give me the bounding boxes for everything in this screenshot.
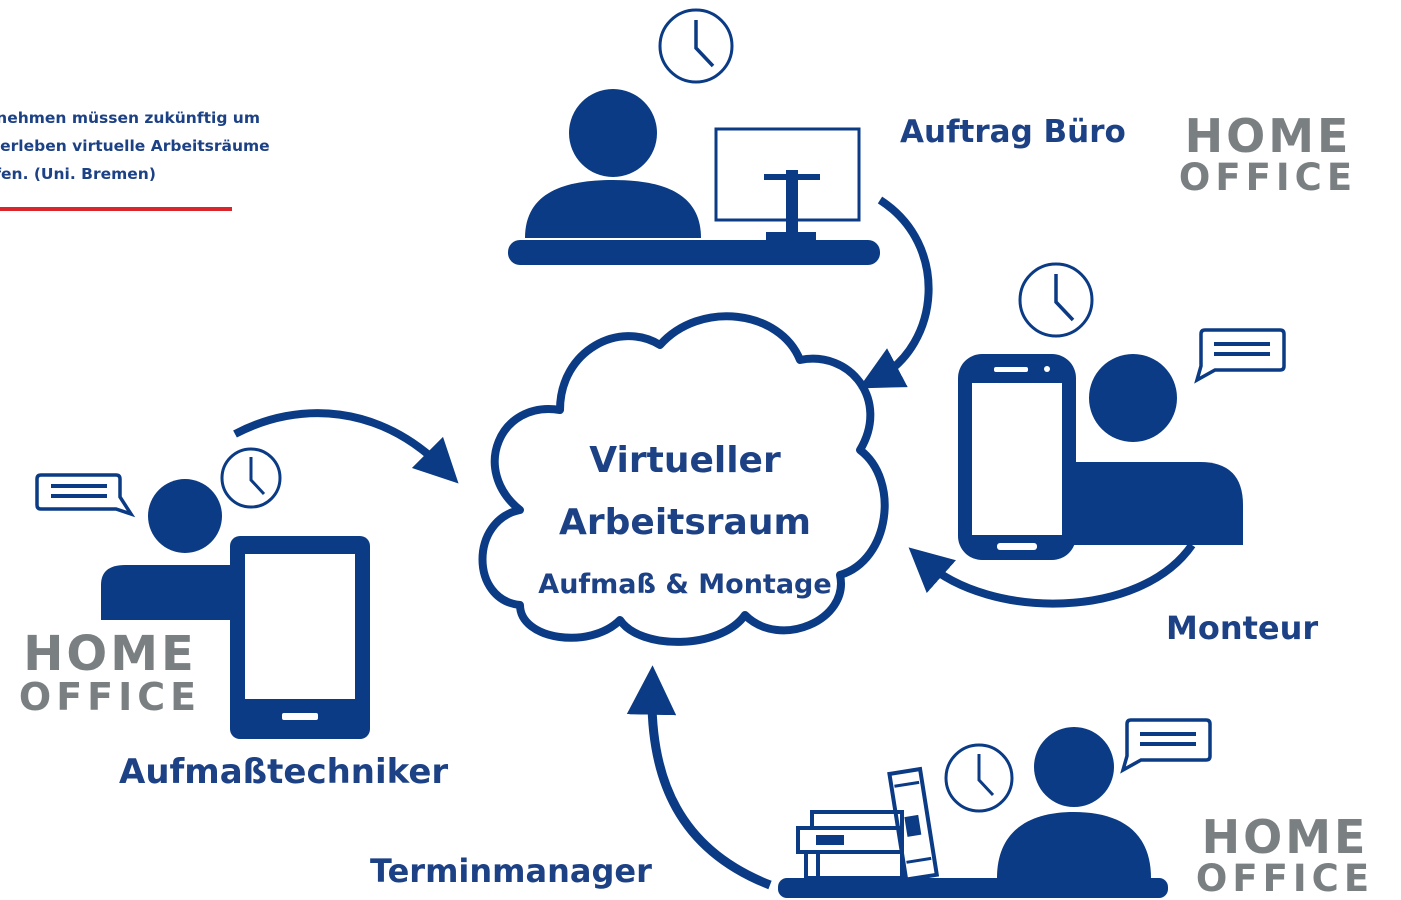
home-office-line1: HOME bbox=[1201, 810, 1369, 864]
home-office-line2: OFFICE bbox=[1178, 156, 1358, 199]
arrow-scheduler-to-cloud bbox=[626, 665, 772, 890]
label-surveyor: Aufmaßtechniker bbox=[119, 752, 449, 792]
home-office-badge: HOME OFFICE bbox=[1163, 113, 1373, 196]
arrow-surveyor-to-cloud bbox=[233, 409, 459, 484]
chat-bubble-icon bbox=[1120, 718, 1212, 774]
home-office-badge: HOME OFFICE bbox=[0, 630, 220, 716]
home-office-line1: HOME bbox=[23, 626, 197, 682]
cloud-subtitle: Aufmaß & Montage bbox=[538, 569, 832, 600]
home-office-line2: OFFICE bbox=[18, 675, 202, 719]
clock-icon bbox=[1018, 262, 1094, 338]
home-office-line2: OFFICE bbox=[1195, 857, 1375, 900]
clock-icon bbox=[658, 8, 734, 84]
office-desk bbox=[508, 240, 880, 265]
home-office-badge: HOME OFFICE bbox=[1180, 814, 1390, 897]
clock-icon bbox=[944, 743, 1014, 813]
cloud-title-1: Virtueller bbox=[589, 440, 781, 481]
quote-text: ernehmen müssen zukünftig um überleben v… bbox=[0, 104, 398, 188]
chat-bubble-icon bbox=[1194, 328, 1286, 384]
label-office: Auftrag Büro bbox=[900, 114, 1126, 150]
clock-icon bbox=[220, 447, 282, 509]
fitter-icon bbox=[1060, 354, 1243, 545]
scheduler-icon bbox=[997, 727, 1151, 878]
quote-underline bbox=[0, 207, 232, 211]
office-worker-icon bbox=[525, 89, 701, 238]
monitor-icon bbox=[714, 127, 861, 240]
arrow-office-to-cloud bbox=[858, 196, 933, 389]
tablet-icon bbox=[230, 536, 370, 739]
quote-line: affen. (Uni. Bremen) bbox=[0, 165, 156, 183]
scheduler-desk bbox=[778, 878, 1168, 898]
cloud-shape bbox=[478, 312, 889, 646]
label-fitter: Monteur bbox=[1166, 609, 1319, 647]
books-icon bbox=[796, 766, 940, 882]
arrow-fitter-to-cloud bbox=[908, 542, 1196, 608]
smartphone-icon bbox=[958, 354, 1076, 560]
surveyor-icon bbox=[101, 479, 245, 620]
quote-line: überleben virtuelle Arbeitsräume bbox=[0, 137, 270, 155]
chat-bubble-icon bbox=[35, 473, 136, 518]
home-office-line1: HOME bbox=[1184, 109, 1352, 163]
label-scheduler: Terminmanager bbox=[370, 852, 652, 890]
cloud-title-2: Arbeitsraum bbox=[559, 502, 811, 543]
quote-line: ernehmen müssen zukünftig um bbox=[0, 109, 260, 127]
